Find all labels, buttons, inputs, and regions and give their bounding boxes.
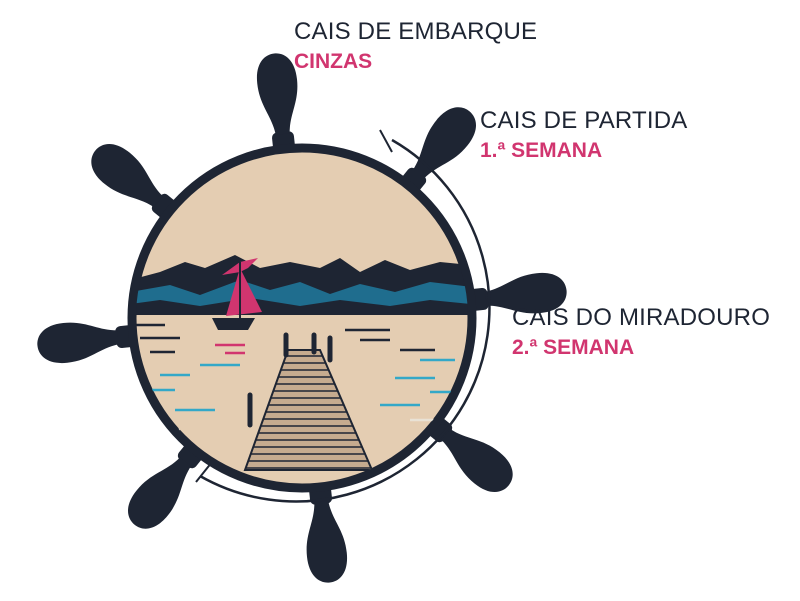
- stop-cais-de-partida: CAIS DE PARTIDA 1.ª SEMANA: [480, 107, 688, 162]
- lake-scene: [136, 255, 468, 471]
- rim-tick: [379, 129, 393, 153]
- wheel-rim: [127, 143, 477, 493]
- stop-subtitle: 1.ª SEMANA: [480, 139, 603, 162]
- pier-planks: [245, 355, 372, 469]
- stop-cais-de-embarque: CAIS DE EMBARQUE CINZAS: [294, 18, 538, 73]
- outer-rim-arc: [199, 138, 491, 503]
- stop-title: CAIS DO MIRADOURO: [512, 304, 771, 331]
- mountains-blue: [136, 280, 468, 306]
- stop-subtitle: 2.ª SEMANA: [512, 336, 635, 359]
- stop-title: CAIS DE EMBARQUE: [294, 18, 538, 45]
- water-ripples: [136, 323, 460, 432]
- stop-subtitle: CINZAS: [294, 50, 373, 73]
- sailboat: [212, 258, 262, 330]
- wheel-handles: [37, 53, 567, 583]
- wheel-handle: [37, 322, 139, 364]
- stop-title: CAIS DE PARTIDA: [480, 107, 688, 134]
- pier-posts: [247, 332, 333, 428]
- stop-cais-do-miradouro: CAIS DO MIRADOURO 2.ª SEMANA: [512, 304, 771, 359]
